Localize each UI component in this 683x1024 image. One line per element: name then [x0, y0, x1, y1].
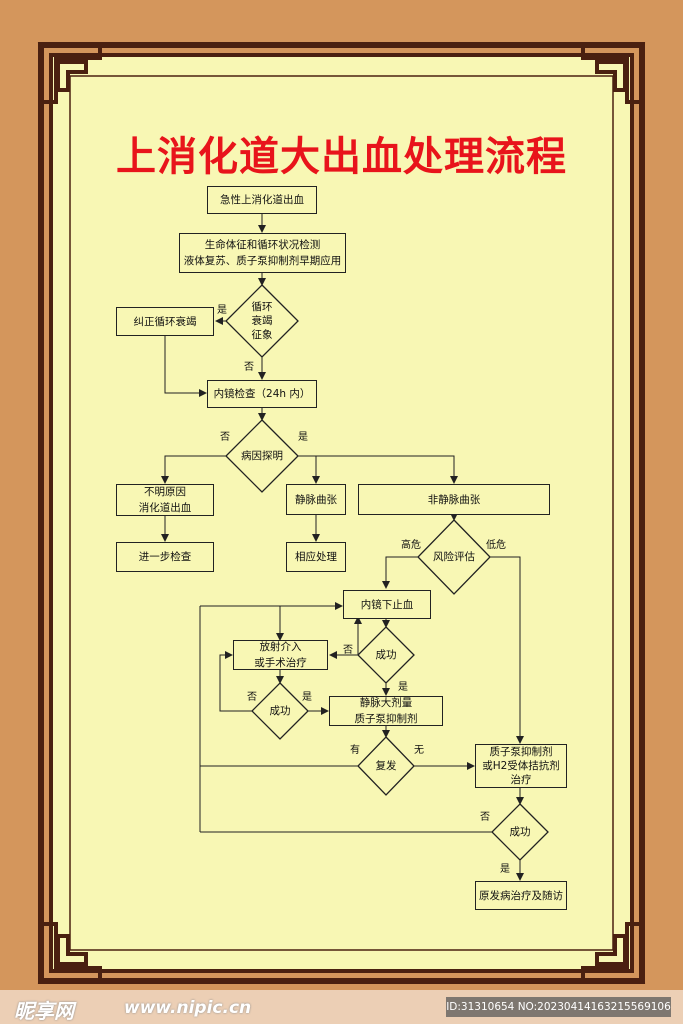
diamond-success-3 — [491, 803, 549, 861]
label-risk-high: 高危 — [401, 540, 421, 551]
diamond-success-1 — [357, 626, 415, 684]
node-endoscopic-hemostasis: 内镜下止血 — [343, 590, 431, 619]
node-iv-ppi: 静脉大剂量 质子泵抑制剂 — [329, 696, 443, 726]
label-circulation-no: 否 — [244, 362, 254, 373]
connectors — [161, 214, 524, 881]
diamond-risk — [417, 519, 491, 595]
decision-relapse-text: 复发 — [375, 760, 397, 772]
node-ppi-h2-therapy: 质子泵抑制剂 或H2受体拮抗剂 治疗 — [475, 744, 567, 788]
label-relapse-yes: 有 — [350, 745, 360, 756]
decision-success-2-text: 成功 — [269, 705, 291, 717]
label-risk-low: 低危 — [486, 540, 506, 551]
decision-shapes — [225, 284, 549, 861]
watermark-brand: 昵享网 — [14, 999, 74, 1023]
diamond-relapse — [357, 736, 415, 796]
node-unknown-cause: 不明原因 消化道出血 — [116, 484, 214, 516]
node-correct-circulation: 纠正循环衰竭 — [116, 307, 214, 336]
node-followup: 原发病治疗及随访 — [475, 881, 567, 910]
label-cause-no: 否 — [220, 432, 230, 443]
watermark-url: www.nipic.cn — [124, 998, 252, 1018]
label-success-2-yes: 是 — [302, 692, 312, 703]
label-success-1-no: 否 — [343, 645, 353, 656]
label-success-3-no: 否 — [480, 812, 490, 823]
node-treatment: 相应处理 — [286, 542, 346, 572]
node-radiology-surgery: 放射介入 或手术治疗 — [233, 640, 328, 670]
watermark-id: ID:31310654 NO:20230414163215569106 — [446, 997, 671, 1017]
page-title: 上消化道大出血处理流程 — [116, 133, 567, 180]
label-success-1-yes: 是 — [398, 682, 408, 693]
decision-success-3-text: 成功 — [509, 826, 531, 838]
node-non-varices: 非静脉曲张 — [358, 484, 550, 515]
diamond-circulation — [225, 284, 299, 358]
decision-risk-text: 风险评估 — [433, 551, 475, 563]
node-vital-monitoring: 生命体征和循环状况检测 液体复苏、质子泵抑制剂早期应用 — [179, 233, 346, 273]
node-varices: 静脉曲张 — [286, 484, 346, 515]
diamond-success-2 — [251, 682, 309, 740]
label-relapse-no: 无 — [414, 745, 424, 756]
label-circulation-yes: 是 — [217, 305, 227, 316]
diamond-cause — [225, 419, 299, 493]
label-success-3-yes: 是 — [500, 864, 510, 875]
node-endoscopy-24h: 内镜检查（24h 内） — [207, 380, 317, 408]
label-success-2-no: 否 — [247, 692, 257, 703]
decision-circulation-text: 循环 衰竭 征象 — [251, 301, 273, 341]
decision-cause-text: 病因探明 — [241, 450, 283, 462]
decision-success-1-text: 成功 — [375, 649, 397, 661]
label-cause-yes: 是 — [298, 432, 308, 443]
node-further-exam: 进一步检查 — [116, 542, 214, 572]
node-acute-bleeding: 急性上消化道出血 — [207, 186, 317, 214]
